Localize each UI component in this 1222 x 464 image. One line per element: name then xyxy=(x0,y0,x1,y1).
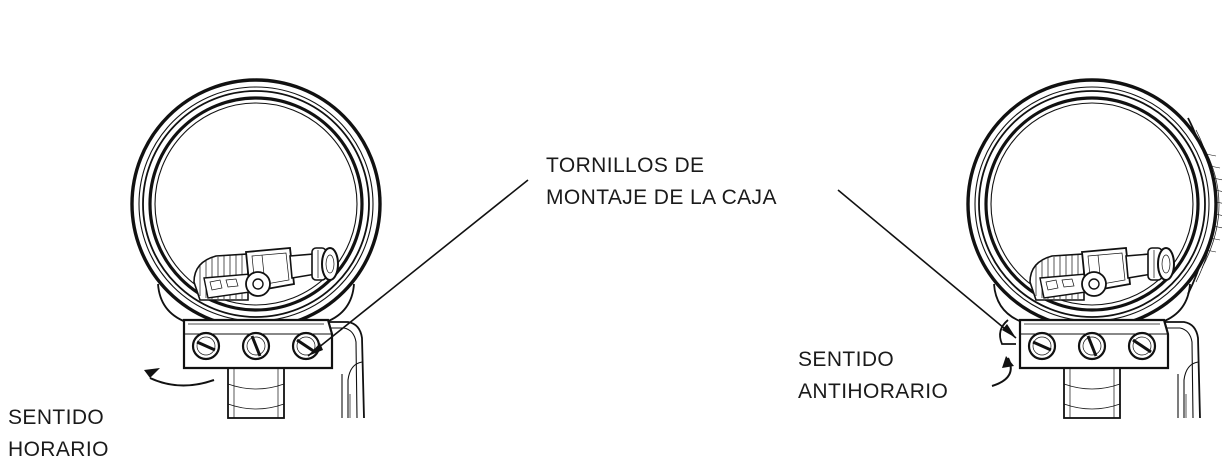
counterclockwise-arrow-icon xyxy=(991,356,1014,387)
clockwise-arrow-icon xyxy=(144,368,215,387)
counterclockwise-label-line1: SENTIDO xyxy=(798,348,894,371)
mounting-screws-label-line2: MONTAJE DE LA CAJA xyxy=(546,186,777,209)
left-sight-housing xyxy=(130,78,382,420)
mounting-screws-label-line1: TORNILLOS DE xyxy=(546,154,704,177)
leader-line-left xyxy=(307,179,529,357)
leader-line-right xyxy=(837,189,1017,339)
counterclockwise-label-line2: ANTIHORARIO xyxy=(798,380,948,403)
leader-arrowhead-right xyxy=(1002,324,1016,338)
leader-arrowhead-left xyxy=(308,343,323,356)
clockwise-label-line2: HORARIO xyxy=(8,438,109,461)
right-sight-housing xyxy=(966,78,1222,420)
clockwise-label-line1: SENTIDO xyxy=(8,406,104,429)
